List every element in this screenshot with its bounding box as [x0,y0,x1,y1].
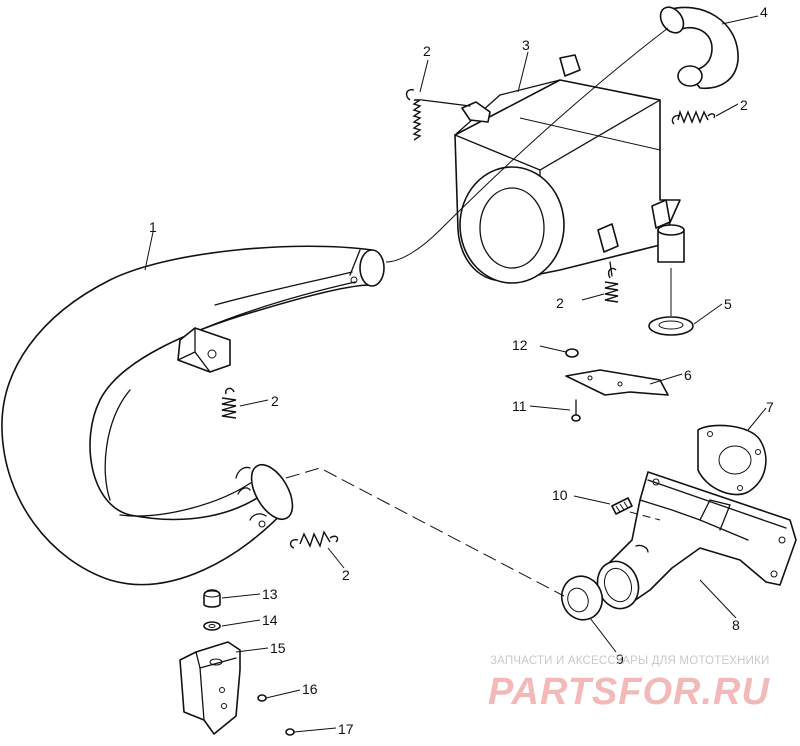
washer-14 [203,621,221,631]
spring-chamber-middle [221,387,237,419]
callout-1: 1 [149,219,157,235]
callout-2-chamber-lower: 2 [342,567,350,583]
callout-15: 15 [270,640,286,656]
callout-2-middle-right: 2 [556,295,564,311]
spring-upper-right [671,109,716,125]
stud-10 [611,497,633,515]
callout-14: 14 [262,612,278,628]
tailpipe-elbow [659,6,739,89]
spring-middle-right [604,261,619,303]
callout-labels: 1 2 2 2 2 2 3 4 5 6 7 8 9 10 11 12 13 14… [149,4,774,737]
expansion-chamber [1,245,385,586]
rivet-16 [257,694,267,702]
exhaust-manifold [596,471,797,610]
rubber-grommet-13 [203,589,221,608]
callout-2-upper-left: 2 [423,43,431,59]
mount-bracket-15 [179,641,241,735]
callout-3: 3 [522,37,530,53]
watermark-subtitle: ЗАПЧАСТИ И АКСЕССУАРЫ ДЛЯ МОТОТЕХНИКИ [490,655,770,667]
gasket-ring [648,316,694,336]
callout-4: 4 [760,4,768,20]
callout-16: 16 [302,681,318,697]
watermark-brand: PARTSFOR.RU [488,671,770,713]
screw-11 [571,399,581,422]
spring-chamber-lower [289,530,339,549]
leader-lines [144,15,767,733]
nut-12 [565,348,579,358]
callout-13: 13 [262,586,278,602]
flange-gasket [697,424,767,496]
heat-shield-plate [565,369,669,396]
rivet-17 [285,728,295,736]
callout-8: 8 [732,617,740,633]
callout-10: 10 [552,487,568,503]
callout-2-upper-right: 2 [740,97,748,113]
callout-7: 7 [766,399,774,415]
callout-12: 12 [512,337,528,353]
watermark: ЗАПЧАСТИ И АКСЕССУАРЫ ДЛЯ МОТОТЕХНИКИ PA… [488,655,770,713]
callout-2-chamber-middle: 2 [271,393,279,409]
callout-9: 9 [616,651,624,667]
spring-upper-left [405,88,471,141]
callout-5: 5 [724,296,732,312]
callout-17: 17 [338,721,354,737]
callout-11: 11 [512,398,527,414]
silencer-box [454,54,685,284]
seal-ring [560,575,604,621]
callout-6: 6 [684,367,692,383]
